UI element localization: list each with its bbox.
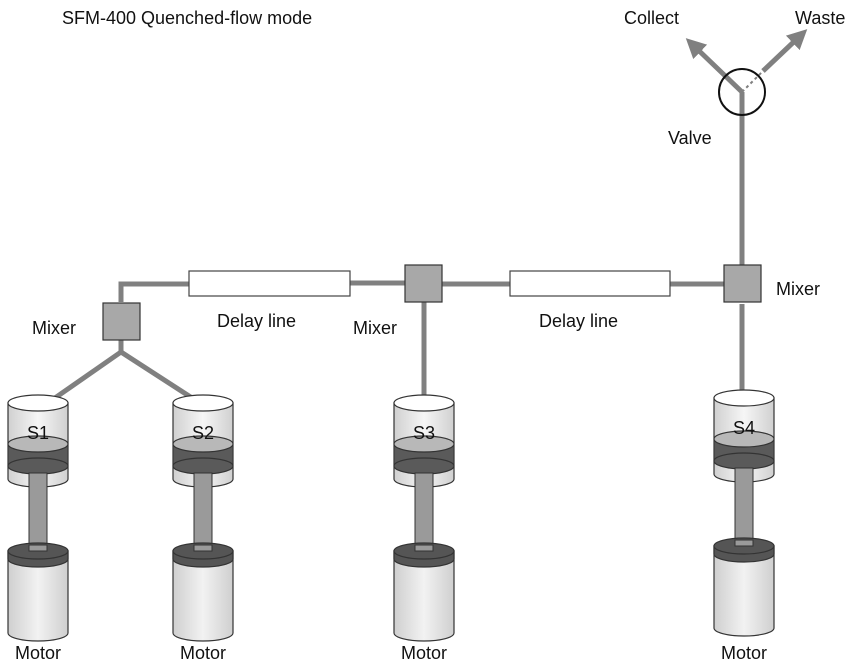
syringe-2-rod [193,472,213,552]
waste-label: Waste [795,8,845,28]
syringe-1-plunger-face [7,435,69,453]
mixer-3 [723,264,762,303]
motor-3-body [393,550,455,642]
pipe-mixer1-out [118,281,190,302]
diagram-title: SFM-400 Quenched-flow mode [62,8,312,28]
syringe-1-rod-end [28,544,48,552]
valve [718,68,766,116]
syringe-3-top [393,394,455,412]
syringe-4-plunger-face [713,430,775,448]
delay-line-1 [188,270,351,297]
mixer-1-label: Mixer [32,318,76,338]
valve-label: Valve [668,128,712,148]
pipe-collect [685,38,744,94]
syringe-3-rod-end [414,544,434,552]
mixer-2-label: Mixer [353,318,397,338]
syringe-2-plunger-bottom [172,457,234,475]
pipe-waste-internal [741,70,764,93]
syringe-1-rod [28,472,48,552]
syringe-3-label: S3 [413,423,435,443]
delay-line-1-label: Delay line [217,311,296,331]
syringe-4-label: S4 [733,418,755,438]
syringe-1-label: S1 [27,423,49,443]
syringe-4-top [713,389,775,407]
delay-line-2 [509,270,671,297]
syringe-2-plunger-face [172,435,234,453]
motor-3-label: Motor [401,643,447,663]
syringe-1-top [7,394,69,412]
syringe-3-plunger-face [393,435,455,453]
syringe-3-plunger-bottom [393,457,455,475]
syringe-3-rod [414,472,434,552]
delay-line-2-label: Delay line [539,311,618,331]
motor-4-label: Motor [721,643,767,663]
mixer-1 [102,302,141,341]
motor-1-label: Motor [15,643,61,663]
tubing [40,29,808,410]
syringe-4-plunger-bottom [713,452,775,470]
syringe-2-rod-end [193,544,213,552]
mixer-2 [404,264,443,303]
collect-label: Collect [624,8,679,28]
mixer-3-label: Mixer [776,279,820,299]
pipe-waste [761,29,808,73]
motor-2-body [172,550,234,642]
syringe-2-label: S2 [192,423,214,443]
motor-2-label: Motor [180,643,226,663]
syringe-4-rod [734,467,754,547]
motor-4-body [713,545,775,637]
syringe-1-plunger-bottom [7,457,69,475]
syringe-4-rod-end [734,539,754,547]
syringe-2-top [172,394,234,412]
motor-1-body [7,550,69,642]
